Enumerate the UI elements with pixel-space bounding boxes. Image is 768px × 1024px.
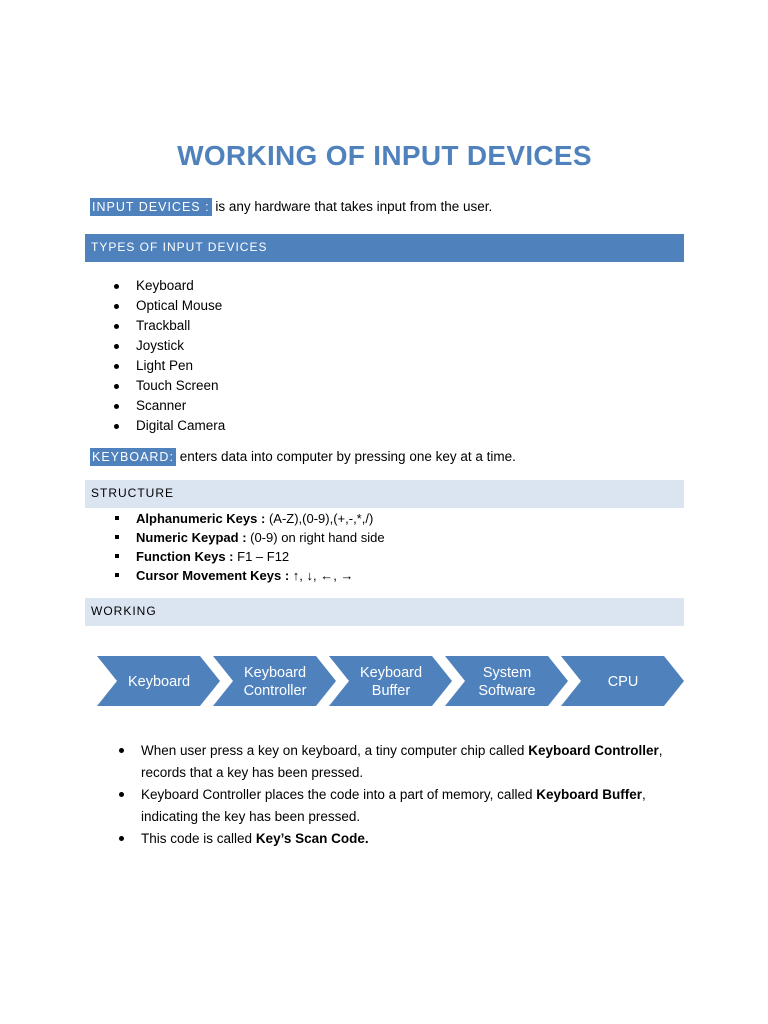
flow-step-keyboard-buffer: Keyboard Buffer <box>329 656 452 706</box>
point-emphasis: Key’s Scan Code. <box>255 831 369 846</box>
flow-step-label: Controller <box>244 683 307 699</box>
list-item: Alphanumeric Keys : (A-Z),(0-9),(+,-,*,/… <box>110 509 385 528</box>
list-item: Numeric Keypad : (0-9) on right hand sid… <box>110 528 385 547</box>
list-item: Optical Mouse <box>110 296 225 316</box>
flow-step-system-software: System Software <box>445 656 568 706</box>
structure-value: F1 – F12 <box>233 549 290 564</box>
working-section-header: WORKING <box>85 598 684 626</box>
point-text: , indicating the key has been pressed. <box>141 787 646 824</box>
process-flow-diagram: Keyboard Keyboard Controller Keyboard Bu… <box>97 656 684 706</box>
flow-step-label: Buffer <box>372 683 411 699</box>
structure-label: Alphanumeric Keys : <box>136 511 266 526</box>
structure-value: ↑, ↓, ←, → <box>289 568 354 583</box>
list-item: Light Pen <box>110 356 225 376</box>
flow-step-keyboard-controller: Keyboard Controller <box>213 656 336 706</box>
list-item: Function Keys : F1 – F12 <box>110 547 385 566</box>
flow-step-label: CPU <box>608 674 639 690</box>
point-text: This code is called <box>141 831 256 846</box>
flow-step-keyboard: Keyboard <box>97 656 220 706</box>
structure-section-header: STRUCTURE <box>85 480 684 508</box>
definition-text: is any hardware that takes input from th… <box>211 199 493 214</box>
flow-step-label: Keyboard <box>128 674 190 690</box>
structure-label: Numeric Keypad : <box>136 530 247 545</box>
flow-step-cpu: CPU <box>561 656 684 706</box>
list-item: Keyboard Controller places the code into… <box>115 784 685 828</box>
working-explanation-list: When user press a key on keyboard, a tin… <box>115 740 685 850</box>
structure-label: Cursor Movement Keys : <box>136 568 290 583</box>
list-item: When user press a key on keyboard, a tin… <box>115 740 685 784</box>
flow-step-label: System <box>483 665 531 681</box>
point-text: Keyboard Controller places the code into… <box>141 787 537 802</box>
flow-step-label: Keyboard <box>360 665 422 681</box>
keyboard-definition: KEYBOARD: enters data into computer by p… <box>90 448 516 466</box>
input-device-list: Keyboard Optical Mouse Trackball Joystic… <box>110 276 225 436</box>
list-item: This code is called Key’s Scan Code. <box>115 828 685 850</box>
list-item: Joystick <box>110 336 225 356</box>
flow-step-label: Keyboard <box>244 665 306 681</box>
structure-label: Function Keys : <box>136 549 234 564</box>
list-item: Cursor Movement Keys : ↑, ↓, ←, → <box>110 566 385 585</box>
types-section-header: TYPES OF INPUT DEVICES <box>85 234 684 262</box>
list-item: Keyboard <box>110 276 225 296</box>
input-devices-definition: INPUT DEVICES : is any hardware that tak… <box>90 198 493 216</box>
point-text: , records that a key has been pressed. <box>141 743 663 780</box>
point-emphasis: Keyboard Controller <box>528 743 659 758</box>
structure-value: (A-Z),(0-9),(+,-,*,/) <box>265 511 374 526</box>
page-title: WORKING OF INPUT DEVICES <box>177 140 592 171</box>
flow-step-label: Software <box>478 683 535 699</box>
point-text: When user press a key on keyboard, a tin… <box>141 743 529 758</box>
structure-value: (0-9) on right hand side <box>246 530 385 545</box>
list-item: Trackball <box>110 316 225 336</box>
keyboard-term: KEYBOARD: <box>90 448 176 466</box>
keyboard-definition-text: enters data into computer by pressing on… <box>175 449 516 464</box>
list-item: Digital Camera <box>110 416 225 436</box>
point-emphasis: Keyboard Buffer <box>536 787 642 802</box>
list-item: Scanner <box>110 396 225 416</box>
list-item: Touch Screen <box>110 376 225 396</box>
structure-list: Alphanumeric Keys : (A-Z),(0-9),(+,-,*,/… <box>110 509 385 585</box>
definition-term: INPUT DEVICES : <box>90 198 212 216</box>
